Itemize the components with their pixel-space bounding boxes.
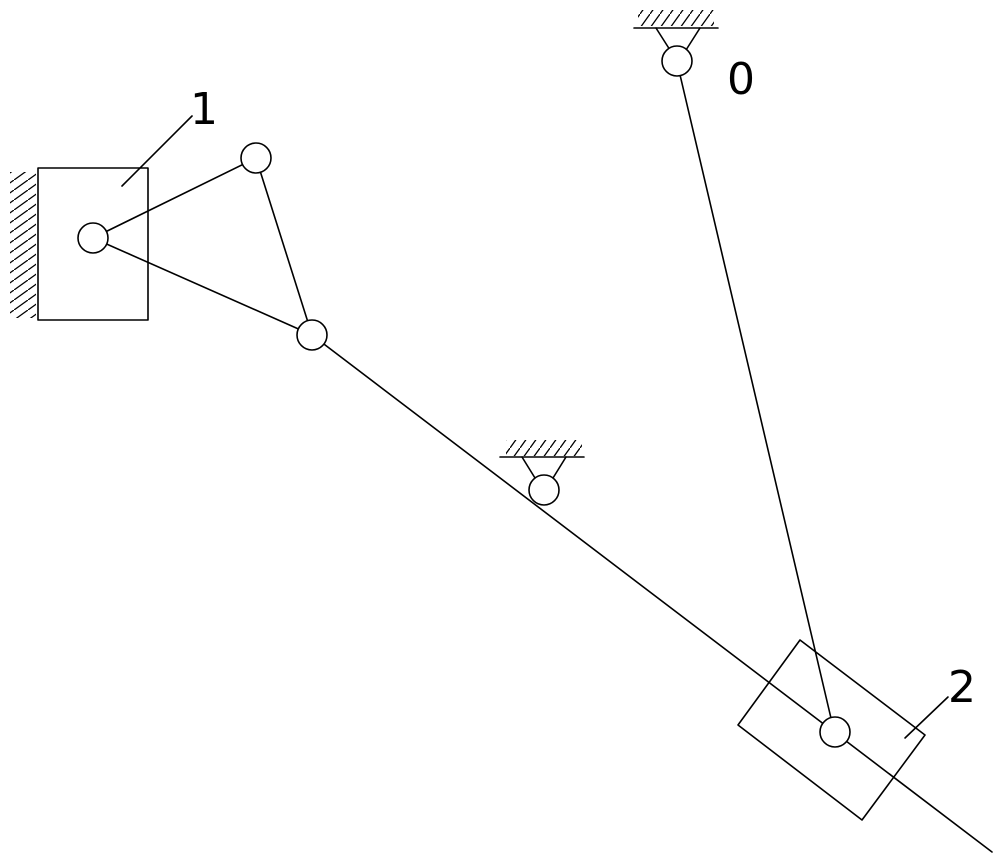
long-bar [311,334,993,853]
wall-ground-left [10,172,36,318]
slider-2 [737,639,926,821]
label-2: 2 [948,662,976,713]
joint-fixed-pivot-0 [661,45,693,77]
rocker-link [676,61,835,732]
joint-slider-2 [819,716,851,748]
link-crank-lower [92,237,313,336]
joint-fixed-pivot-middle [528,474,560,506]
fixed-support-middle [499,440,585,479]
leader-line-2 [904,696,949,739]
leader-line-1 [121,115,193,187]
block-1 [37,167,149,321]
joint-top [240,142,272,174]
fixed-support-top [633,10,719,51]
joint-lower [296,319,328,351]
link-crank-upper [92,157,257,239]
joint-block-1 [77,222,109,254]
label-0: 0 [727,54,755,105]
link-coupler [255,157,313,336]
label-1: 1 [190,84,218,135]
